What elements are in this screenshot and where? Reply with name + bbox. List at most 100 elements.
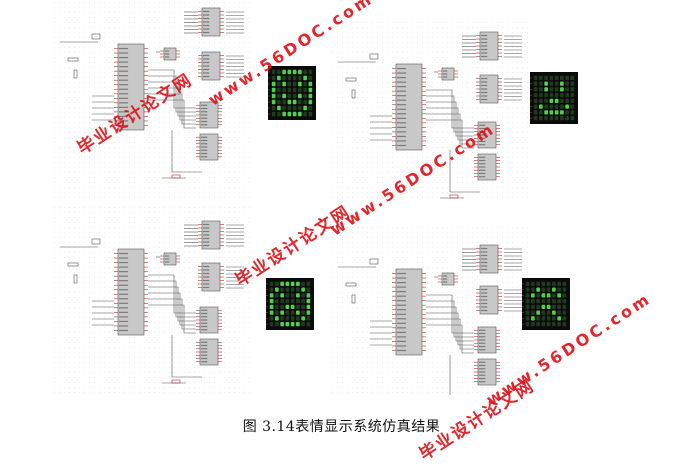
capacitor <box>352 90 355 98</box>
led-dot <box>544 76 548 80</box>
led-dot <box>542 293 546 297</box>
led-dot <box>539 93 543 97</box>
pin-label <box>203 287 209 288</box>
matrix-frame <box>268 66 316 120</box>
pin-label <box>203 11 209 12</box>
led-dot <box>539 110 543 114</box>
led-dot <box>282 94 286 98</box>
pin-label <box>201 114 207 115</box>
led-dot <box>536 282 540 286</box>
led-dot <box>536 299 540 303</box>
pin-label <box>165 255 169 256</box>
pin-label <box>203 231 209 232</box>
pin-label <box>479 339 485 340</box>
pin-label <box>119 257 128 258</box>
led-dot <box>298 88 302 92</box>
led-dot <box>552 282 556 286</box>
led-dot <box>542 288 546 292</box>
led-dot <box>272 106 276 110</box>
led-dot <box>288 70 292 74</box>
led-dot <box>270 311 274 315</box>
pin-label <box>201 319 207 320</box>
pin-label <box>479 160 485 161</box>
led-dot <box>270 293 274 297</box>
led-dot <box>565 87 569 91</box>
pin-label <box>397 104 406 105</box>
pin-label <box>481 248 487 249</box>
led-dot <box>282 112 286 116</box>
wire <box>148 293 196 325</box>
led-dot <box>291 311 295 315</box>
led-dot <box>309 106 313 110</box>
pin-label <box>119 303 128 304</box>
pin-label <box>481 265 487 266</box>
pin-label <box>201 355 207 356</box>
pin-label <box>397 300 406 301</box>
led-dot <box>555 93 559 97</box>
led-dot <box>303 112 307 116</box>
led-dot <box>560 82 564 86</box>
led-dot <box>565 93 569 97</box>
pin-label <box>481 49 487 50</box>
led-dot <box>544 93 548 97</box>
led-dot <box>526 282 530 286</box>
crystal <box>370 54 378 59</box>
pin-label <box>203 269 209 270</box>
pin-label <box>203 55 209 56</box>
pin-label <box>201 153 207 154</box>
led-dot <box>309 112 313 116</box>
led-dot <box>544 87 548 91</box>
led-dot <box>552 311 556 315</box>
pin-label <box>479 166 485 167</box>
led-dot <box>534 93 538 97</box>
led-dot <box>291 282 295 286</box>
led-dot <box>282 106 286 110</box>
led-dot <box>280 305 284 309</box>
pin-label <box>119 89 128 90</box>
wire <box>148 287 196 321</box>
pin-label <box>203 21 209 22</box>
led-dot <box>298 100 302 104</box>
led-dot <box>547 311 551 315</box>
pin-label <box>119 316 128 317</box>
pin-label <box>203 234 209 235</box>
led-dot <box>547 316 551 320</box>
led-dot <box>288 112 292 116</box>
led-dot <box>303 106 307 110</box>
led-dot <box>531 299 535 303</box>
led-dot <box>282 100 286 104</box>
pin-label <box>165 53 169 54</box>
led-dot <box>547 299 551 303</box>
pin-label <box>481 42 487 43</box>
led-dot <box>301 316 305 320</box>
led-dot <box>534 76 538 80</box>
pin-label <box>119 312 128 313</box>
led-dot <box>550 76 554 80</box>
led-dot <box>307 293 311 297</box>
led-dot <box>563 305 567 309</box>
pin-label <box>397 341 406 342</box>
led-dot <box>291 299 295 303</box>
led-dot <box>277 94 281 98</box>
led-dot <box>539 82 543 86</box>
led-dot <box>277 82 281 86</box>
pin-label <box>119 66 128 67</box>
pin-label <box>443 278 447 279</box>
pin-label <box>119 52 128 53</box>
led-dot <box>309 82 313 86</box>
led-dot <box>293 88 297 92</box>
led-dot <box>563 322 567 326</box>
pin-label <box>119 294 128 295</box>
pin-label <box>397 287 406 288</box>
pin-label <box>479 173 485 174</box>
led-dot <box>534 116 538 120</box>
led-dot <box>531 322 535 326</box>
led-dot <box>288 100 292 104</box>
pin-label <box>165 56 169 57</box>
pin-label <box>481 269 487 270</box>
led-dot <box>544 110 548 114</box>
pin-label <box>119 84 128 85</box>
pin-label <box>479 381 485 382</box>
led-dot <box>307 282 311 286</box>
led-dot <box>550 93 554 97</box>
